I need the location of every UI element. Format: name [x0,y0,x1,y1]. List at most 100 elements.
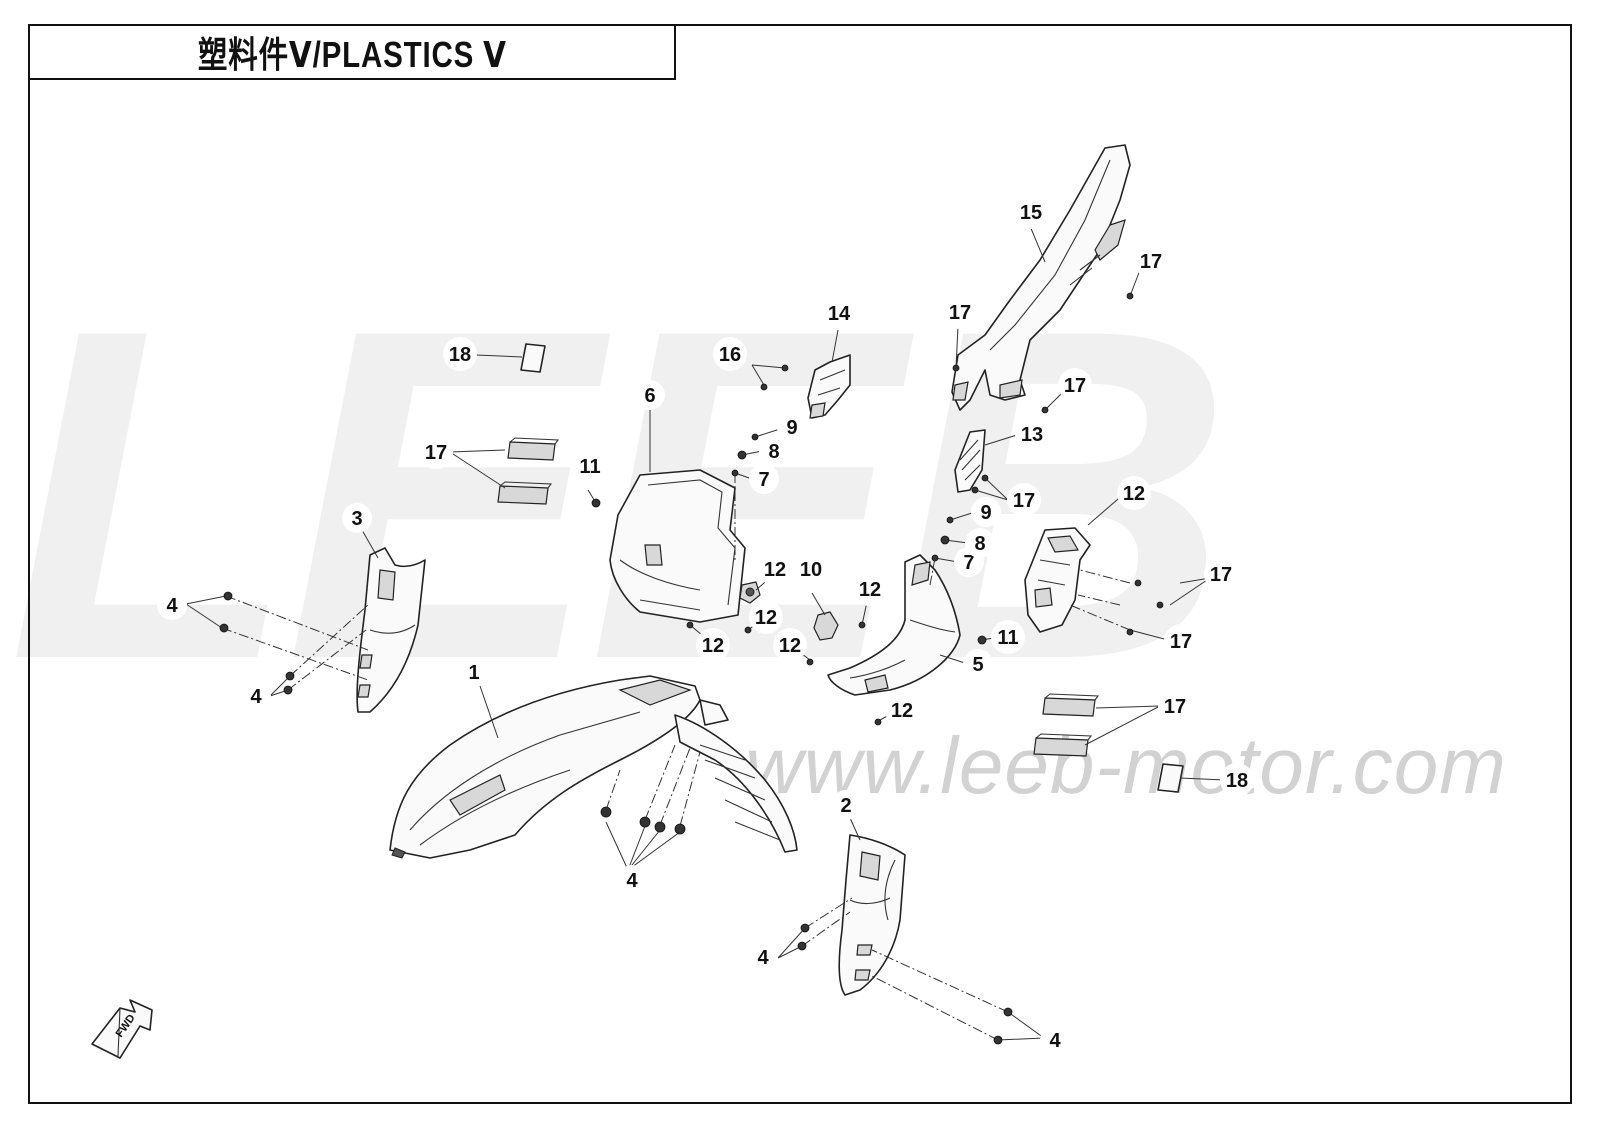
callout-balloon [885,693,919,727]
callout-balloon [1117,476,1151,510]
part-16-side-panel [951,144,1131,411]
callout-balloon [758,552,792,586]
part-6-headlight-mask [609,469,746,623]
callout-balloon [443,337,477,371]
callout-number: 17 [1064,375,1086,397]
callout-balloon [459,657,489,687]
part-14-small-cover [954,429,986,493]
fasteners [219,292,1164,1045]
callout-number: 4 [166,595,178,617]
drawing-frame [28,24,1572,1104]
callout-number: 12 [764,559,786,581]
callout-balloon [748,942,778,972]
callout-number: 11 [579,456,600,478]
callout-balloon [831,790,861,820]
callout-number: 12 [859,579,881,601]
callout-number: 17 [1210,564,1232,586]
callout-balloon [1007,483,1041,517]
callout-number: 18 [449,344,471,366]
callout-number: 7 [963,552,974,574]
callout-number: 8 [974,533,985,555]
callout-balloon [965,528,995,558]
callout-number: 12 [1123,483,1145,505]
callout-balloon [1220,763,1254,797]
callout-number: 3 [351,508,362,530]
part-18-decals-left [497,437,560,505]
callout-number: 17 [425,442,447,464]
callout-number: 17 [1013,490,1035,512]
callout-number: 7 [758,469,769,491]
callout-number: 17 [1164,696,1186,718]
callout-number: 14 [828,303,851,325]
callout-balloon [971,497,1001,527]
callout-number: 4 [250,686,262,708]
part-2-fork-guard-right [838,834,906,996]
part-15-bracket-cover [807,354,851,419]
callout-number: 4 [757,947,769,969]
part-19-labels [520,343,1184,793]
callout-number: 16 [719,344,741,366]
callout-balloon [635,380,665,410]
callout-number: 4 [626,870,638,892]
callout-balloon [749,600,783,634]
callout-balloon [943,295,977,329]
callout-balloon [419,435,453,469]
part-3-fork-guard-left [356,547,426,713]
callout-balloon [853,572,887,606]
callout-number: 10 [800,559,822,581]
callout-balloon [1015,417,1049,451]
callout-balloon [749,464,779,494]
callout-balloon [1014,195,1048,229]
callout-balloon [777,412,807,442]
callout-balloon [773,628,807,662]
callout-number: 5 [972,654,983,676]
part-5-lower-cowl [827,554,961,696]
part-18-decals-right [1033,693,1100,757]
callout-balloon [794,552,828,586]
callout-number: 17 [1170,631,1192,653]
callout-number: 12 [755,607,777,629]
callout-number: 6 [644,385,655,407]
callout-balloon [822,296,856,330]
callout-balloon [241,681,271,711]
callout-number: 1 [468,662,479,684]
callout-balloon [1204,557,1238,591]
callout-number: 8 [768,441,779,463]
callout-balloon [759,436,789,466]
callout-number: 13 [1021,424,1043,446]
callout-number: 9 [786,417,797,439]
part-10-bracket [813,611,839,641]
callout-number: 12 [702,635,724,657]
callout-balloon [1040,1025,1070,1055]
page-title: 塑料件Ⅴ/PLASTICS Ⅴ [197,34,507,75]
callout-balloon [696,628,730,662]
callout-number: 17 [1140,251,1162,273]
watermark-url: www.leeb-motor.com [745,721,1507,810]
part-12-grommet [739,581,761,604]
callout-number: 18 [1226,770,1248,792]
callout-balloon [573,449,607,483]
callout-number: 12 [891,700,913,722]
fwd-arrow-icon: FWD [91,999,153,1059]
callout-balloon [617,865,647,895]
callout-number: 9 [980,502,991,524]
callout-number: 17 [949,302,971,324]
callout-number: 2 [840,795,851,817]
callout-balloon [1134,244,1168,278]
callout-balloon [963,649,993,679]
callout-balloon [1058,368,1092,402]
callout-number: 12 [779,635,801,657]
callout-balloon [713,337,747,371]
callout-balloon [342,503,372,533]
callout-number: 4 [1049,1030,1061,1052]
title-box: 塑料件Ⅴ/PLASTICS Ⅴ [28,24,676,80]
callout-number: 15 [1020,202,1042,224]
callout-number: 11 [997,627,1018,649]
callout-balloon [1164,624,1198,658]
callout-balloon [1158,689,1192,723]
callout-balloon [991,620,1025,654]
part-13-side-cover [1024,527,1091,633]
